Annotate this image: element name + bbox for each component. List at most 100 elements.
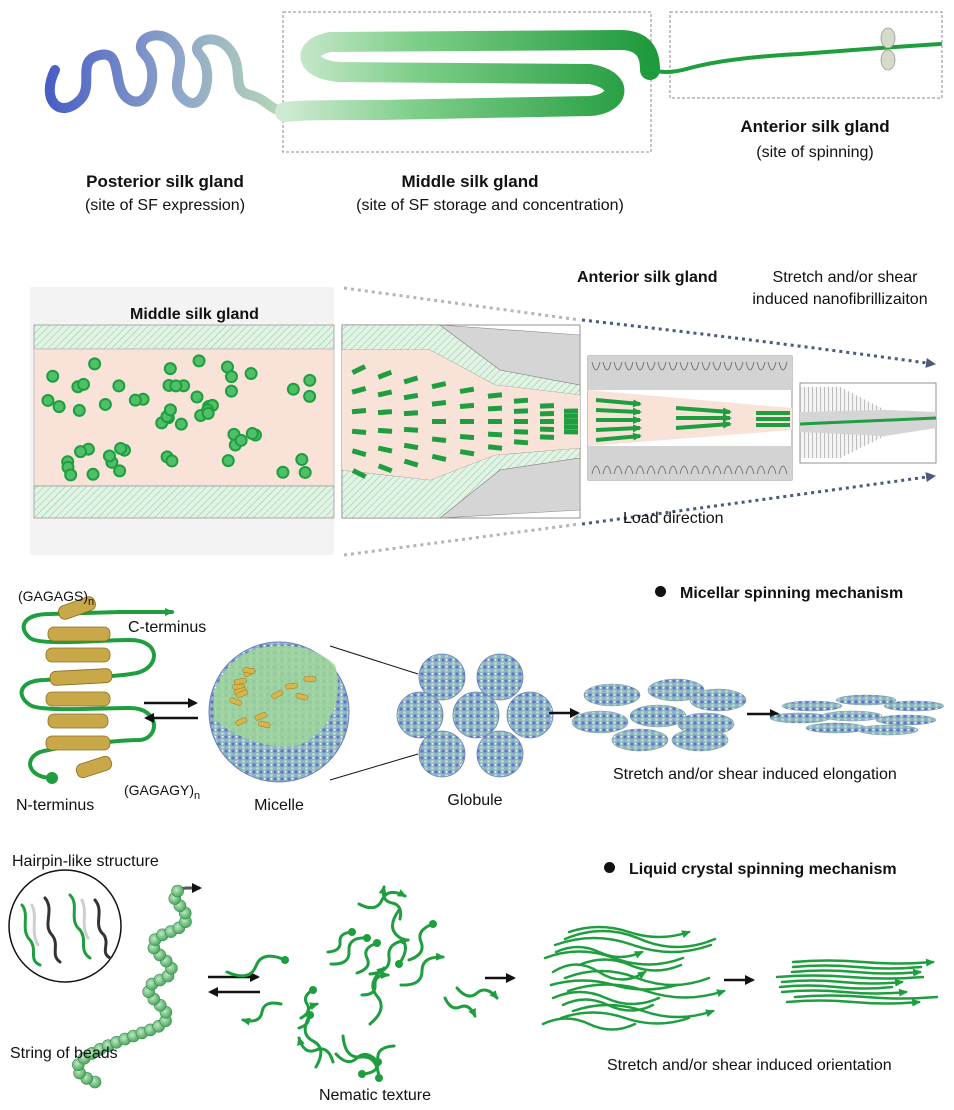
elongated-globule	[647, 678, 705, 702]
aligned-rod	[351, 364, 367, 375]
elongated-globule	[629, 704, 687, 728]
epithelial-cell	[602, 465, 612, 475]
fibril-arrows	[595, 398, 790, 442]
aligned-rod	[487, 405, 503, 412]
epithelial-cell	[624, 361, 634, 371]
globule	[396, 691, 444, 739]
anterior-gland-title: Anterior silk gland	[740, 117, 890, 136]
nematic-chain	[399, 952, 445, 987]
aligned-rod	[540, 419, 554, 424]
micelle-particle	[295, 453, 309, 467]
elongated-globules	[571, 678, 747, 752]
oriented-chain	[566, 983, 726, 999]
aligned-rod	[563, 429, 579, 435]
aligned-chain	[780, 988, 908, 997]
micelle-particle	[102, 449, 116, 463]
aligned-rod	[459, 386, 475, 394]
nematic-chain	[360, 971, 390, 997]
gagags-label: (GAGAGS)n	[18, 588, 95, 608]
micelle-particle	[64, 468, 78, 482]
micelle-particle	[112, 379, 126, 393]
equilibrium-arrows-lc	[208, 972, 260, 997]
oriented-chain	[571, 1003, 715, 1019]
chain-end	[375, 1074, 383, 1082]
oriented-chain	[577, 958, 683, 972]
micelle-particle	[128, 393, 142, 407]
aligned-rod	[488, 419, 502, 424]
stretch-line-2: induced nanofibrillizaiton	[752, 291, 928, 308]
nematic-chain	[326, 930, 354, 954]
nanofibril	[781, 700, 843, 712]
chain-end	[358, 1070, 366, 1078]
chain-end	[395, 960, 403, 968]
aligned-rod	[403, 392, 419, 401]
aligned-rod	[403, 426, 419, 433]
micelle-particles	[41, 354, 317, 482]
aligned-rod	[403, 375, 419, 385]
nematic-chain	[341, 1034, 381, 1080]
n-terminus-label: N-terminus	[16, 797, 95, 814]
oriented-chain	[563, 969, 711, 987]
nematic-chain	[241, 1001, 283, 1026]
anterior-epithelium	[591, 361, 788, 475]
aligned-chain	[791, 958, 935, 967]
micelle-particle	[276, 465, 290, 479]
stretch-line-1: Stretch and/or shear	[772, 269, 918, 286]
epithelial-cell	[602, 361, 612, 371]
epithelial-cell	[723, 361, 733, 371]
micelle-particle	[244, 367, 258, 381]
aligned-rods	[351, 364, 579, 479]
elongated-globule	[583, 683, 641, 707]
globule	[476, 653, 524, 701]
elongated-globule	[671, 728, 729, 752]
micelle-rod	[271, 689, 284, 700]
micelle-particle	[245, 427, 259, 441]
micelle-particle	[41, 393, 55, 407]
micelle-particle	[224, 384, 238, 398]
nanofibrils	[769, 694, 945, 736]
aligned-rod	[432, 419, 446, 424]
aligned-rod	[563, 424, 579, 430]
bullet-icon	[655, 586, 666, 597]
middle-gland-section-label: Middle silk gland	[130, 306, 259, 323]
nanofibril	[769, 712, 831, 724]
nematic-texture-label: Nematic texture	[318, 1087, 432, 1104]
micelle-particle	[46, 369, 60, 383]
orientation-label: Stretch and/or shear induced orientation	[607, 1057, 892, 1074]
globule	[418, 730, 466, 778]
micellar-mechanism-heading: Micellar spinning mechanism	[655, 584, 903, 603]
aligned-chain	[778, 984, 894, 990]
epithelial-cell	[646, 465, 656, 475]
micelle-rod	[258, 720, 271, 729]
oriented-chain	[567, 925, 691, 939]
epithelial-cell	[679, 465, 689, 475]
epithelial-cell	[591, 361, 601, 371]
c-terminus-label: C-terminus	[128, 619, 207, 636]
gagagy-label: (GAGAGY)n	[124, 782, 201, 802]
micelle-rod	[303, 676, 317, 682]
aligned-rod	[377, 389, 393, 398]
elongated-globule	[689, 688, 747, 712]
nematic-chain	[297, 1036, 335, 1064]
oriented-chain	[541, 1017, 637, 1031]
epithelial-cell	[745, 465, 755, 475]
epithelial-cell	[734, 465, 744, 475]
epithelial-cell	[756, 361, 766, 371]
epithelial-cell	[657, 465, 667, 475]
micelle-label: Micelle	[254, 797, 304, 814]
micelle-particle	[224, 370, 238, 384]
micelle-particle	[86, 467, 100, 481]
micelle-particle	[114, 441, 128, 455]
oriented-chain	[559, 1011, 691, 1025]
micelle-particle	[190, 390, 204, 404]
micelle-particle	[169, 379, 183, 393]
aligned-rod	[431, 453, 447, 462]
oriented-chain	[543, 950, 685, 966]
chain-end	[309, 986, 317, 994]
micelle-rod	[254, 712, 267, 721]
micelle-particle	[74, 445, 88, 459]
equilibrium-arrows	[144, 698, 198, 723]
spinneret-section	[799, 382, 937, 464]
bead	[171, 884, 184, 898]
